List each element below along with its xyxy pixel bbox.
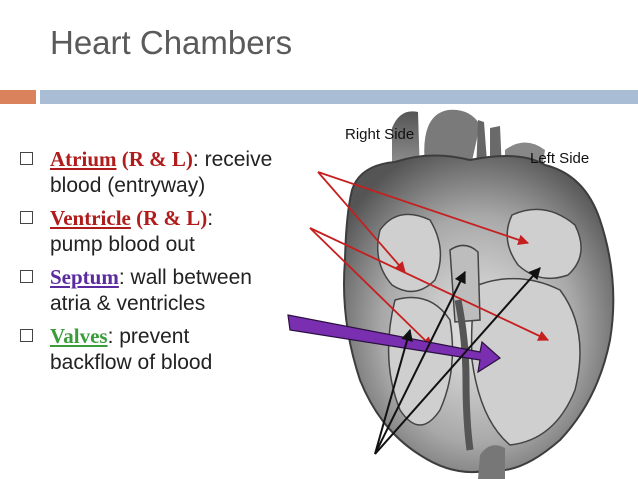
bullet-text-line2: backflow of blood <box>50 351 213 374</box>
arrow-ventricle-left <box>309 227 549 341</box>
purple-arrow <box>287 314 501 374</box>
arrow-ventricle-right <box>309 227 433 348</box>
arrow-valve-1 <box>374 328 413 455</box>
bullet-text: : <box>207 207 214 230</box>
slide-title: Heart Chambers <box>50 24 293 61</box>
title-accent-bar-blue <box>40 90 638 104</box>
term-atrium: Atrium <box>50 147 117 171</box>
bullet-square-icon <box>20 329 33 342</box>
bullet-text-line2: atria & ventricles <box>50 292 206 315</box>
arrow-valve-2 <box>374 270 466 455</box>
inferior-vessel <box>478 445 505 479</box>
arrow-atrium-right <box>317 171 406 273</box>
bullet-text: : wall between <box>118 266 252 289</box>
qualifier: (R & L) <box>116 147 193 171</box>
qualifier: (R & L) <box>130 206 208 230</box>
bullet-square-icon <box>20 152 33 165</box>
black-arrows <box>374 267 541 455</box>
bullet-square-icon <box>20 211 33 224</box>
term-septum: Septum <box>50 265 119 289</box>
bullet-square-icon <box>20 270 33 283</box>
bullet-list: Atrium (R & L): receive blood (entryway)… <box>20 146 340 382</box>
arrow-atrium-left <box>317 171 530 246</box>
term-ventricle: Ventricle <box>50 206 131 230</box>
right-side-label: Right Side <box>345 126 415 143</box>
bullet-text: : prevent <box>107 325 190 348</box>
septum-wall <box>454 299 474 451</box>
bullet-valves: Valves: prevent backflow of blood <box>20 323 340 376</box>
bullet-atrium: Atrium (R & L): receive blood (entryway) <box>20 146 340 199</box>
bullet-text-line2: pump blood out <box>50 233 195 256</box>
bullet-text: : receive <box>192 148 273 171</box>
bullet-septum: Septum: wall between atria & ventricles <box>20 264 340 317</box>
bullet-ventricle: Ventricle (R & L): pump blood out <box>20 205 340 258</box>
arrow-valve-3 <box>374 267 541 455</box>
red-arrows <box>309 171 549 348</box>
bullet-text-line2: blood (entryway) <box>50 174 206 197</box>
left-side-label: Left Side <box>530 150 590 167</box>
term-valves: Valves <box>50 324 108 348</box>
title-accent-bar-orange <box>0 90 36 104</box>
